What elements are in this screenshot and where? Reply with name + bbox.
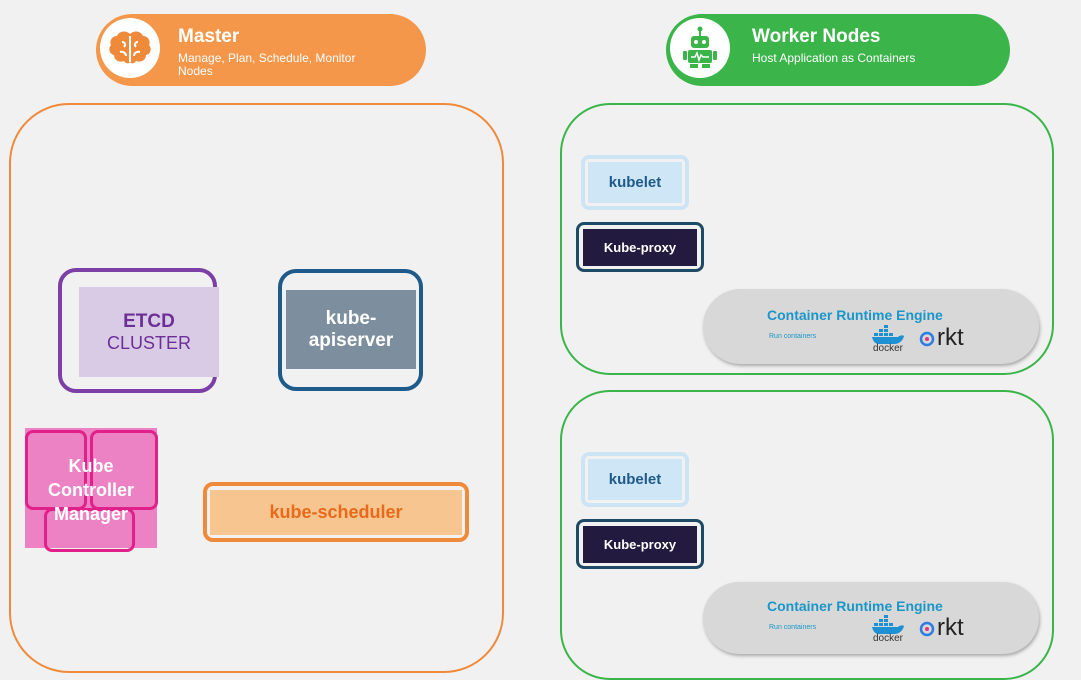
- runtime-sub-2: Run containers: [769, 624, 817, 631]
- kube-proxy-box-1: Kube-proxy: [583, 229, 697, 266]
- apiserver-label-line1: kube-: [325, 307, 377, 329]
- runtime-sub-1: Run containers: [769, 333, 817, 340]
- brain-icon: [109, 31, 151, 64]
- kubelet-frame-1: [581, 155, 689, 210]
- controller-manager-line1: Kube: [68, 456, 114, 476]
- rkt-label-2: rkt: [937, 614, 964, 641]
- robot-icon: [683, 26, 717, 68]
- etcd-cluster-label: CLUSTER: [106, 332, 191, 353]
- kubelet-box-2: kubelet: [588, 459, 682, 500]
- worker-node-container-1: [560, 103, 1054, 375]
- controller-manager-line2: Controller: [47, 480, 134, 500]
- etcd-cluster-box: ETCD CLUSTER: [79, 287, 219, 377]
- kubelet-frame-2: [581, 452, 689, 507]
- rkt-icon: [919, 621, 935, 637]
- worker-title: Worker Nodes: [752, 26, 881, 47]
- docker-logo-2: docker: [871, 615, 907, 647]
- controller-manager-frame-3: [44, 508, 135, 552]
- docker-icon: [872, 325, 904, 344]
- runtime-title-1: Container Runtime Engine: [767, 307, 943, 323]
- scheduler-frame: [203, 482, 469, 542]
- docker-logo-1: docker: [871, 325, 907, 357]
- worker-subtitle: Host Application as Containers: [752, 51, 916, 65]
- rkt-label-1: rkt: [937, 324, 964, 351]
- scheduler-box: kube-scheduler: [210, 490, 462, 535]
- docker-label-1: docker: [873, 343, 904, 354]
- etcd-label: ETCD: [123, 310, 175, 332]
- apiserver-label-line2: apiserver: [308, 329, 394, 351]
- runtime-title-2: Container Runtime Engine: [767, 598, 943, 614]
- master-title: Master: [178, 26, 240, 47]
- apiserver-box: kube- apiserver: [286, 290, 416, 369]
- kube-proxy-box-2: Kube-proxy: [583, 526, 697, 563]
- rkt-icon: [919, 331, 935, 347]
- docker-icon: [872, 615, 904, 634]
- controller-manager-label: Kube Controller Manager: [25, 452, 157, 528]
- master-subtitle: Manage, Plan, Schedule, Monitor Nodes: [178, 51, 356, 78]
- controller-manager-line3: Manager: [53, 504, 129, 524]
- kube-proxy-frame-2: [576, 519, 704, 569]
- worker-icon-circle: [670, 18, 730, 78]
- runtime-engine-1: Container Runtime Engine Run containers …: [703, 289, 1039, 364]
- master-header: Master Manage, Plan, Schedule, Monitor N…: [96, 14, 426, 86]
- docker-label-2: docker: [873, 633, 904, 644]
- kube-proxy-frame-1: [576, 222, 704, 272]
- master-icon-circle: [100, 18, 160, 78]
- kubelet-box-1: kubelet: [588, 162, 682, 203]
- worker-header: Worker Nodes Host Application as Contain…: [666, 14, 1010, 86]
- apiserver-frame: [278, 269, 423, 391]
- runtime-engine-2: Container Runtime Engine Run containers …: [703, 582, 1039, 654]
